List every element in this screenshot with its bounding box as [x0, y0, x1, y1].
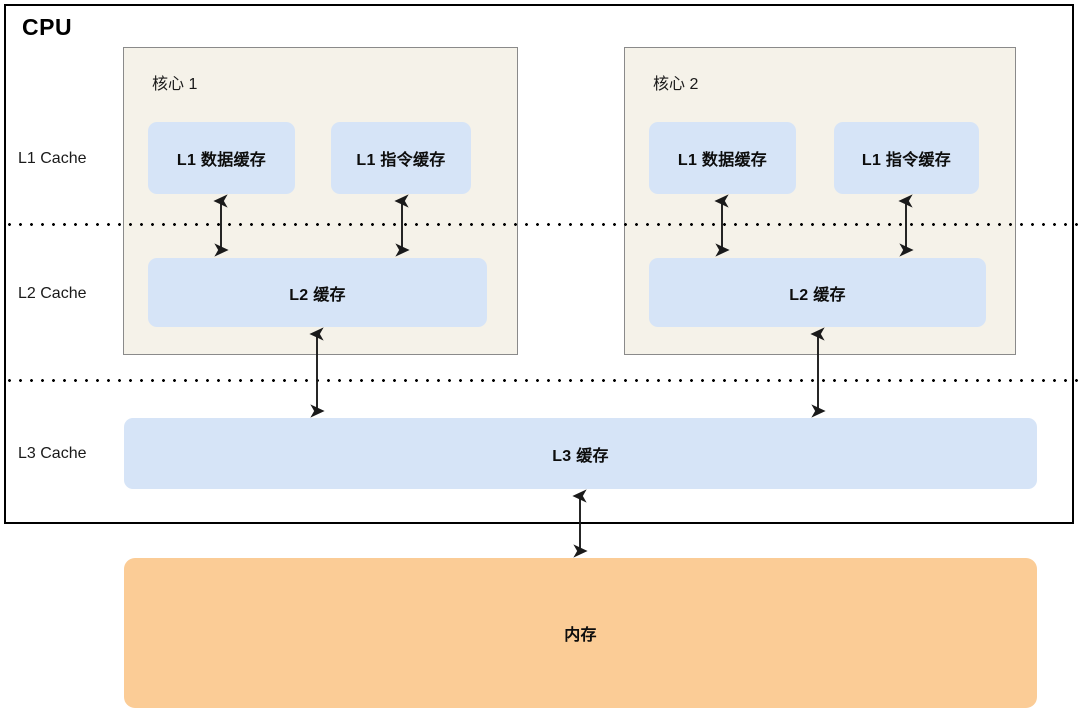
main-memory-label: 内存 [564, 627, 597, 644]
l3-cache-label: L3 缓存 [552, 447, 609, 465]
core-2-l1-data-cache-label: L1 数据缓存 [677, 152, 768, 169]
core-1-l1-data-cache: L1 数据缓存 [148, 122, 295, 194]
core-1-l2-cache: L2 缓存 [148, 258, 487, 327]
cpu-title-label: CPU [22, 14, 73, 40]
core-1-l1-instruction-cache-label: L1 指令缓存 [356, 152, 446, 169]
cpu-boundary-box [4, 4, 1074, 524]
core-1-l1-instruction-cache: L1 指令缓存 [331, 122, 471, 194]
l3-cache-box: L3 缓存 [124, 418, 1037, 489]
core-1-l2-cache-label: L2 缓存 [289, 286, 346, 304]
core-2-l1-instruction-cache-label: L1 指令缓存 [861, 152, 952, 169]
core-1-l1-data-cache-label: L1 数据缓存 [176, 152, 267, 169]
core-1-title: 核心 1 [152, 76, 198, 93]
core-2-l1-data-cache: L1 数据缓存 [649, 122, 796, 194]
core-2-l1-instruction-cache: L1 指令缓存 [834, 122, 979, 194]
row-label-l1-cache: L1 Cache [18, 150, 87, 167]
separator-l2-l3 [0, 379, 1080, 382]
separator-l1-l2 [0, 223, 1080, 226]
core-2-title: 核心 2 [653, 76, 699, 93]
main-memory-box: 内存 [124, 558, 1037, 708]
row-label-l2-cache: L2 Cache [18, 285, 87, 302]
core-2-l2-cache-label: L2 缓存 [789, 286, 846, 304]
core-2-l2-cache: L2 缓存 [649, 258, 986, 327]
row-label-l3-cache: L3 Cache [18, 445, 87, 462]
